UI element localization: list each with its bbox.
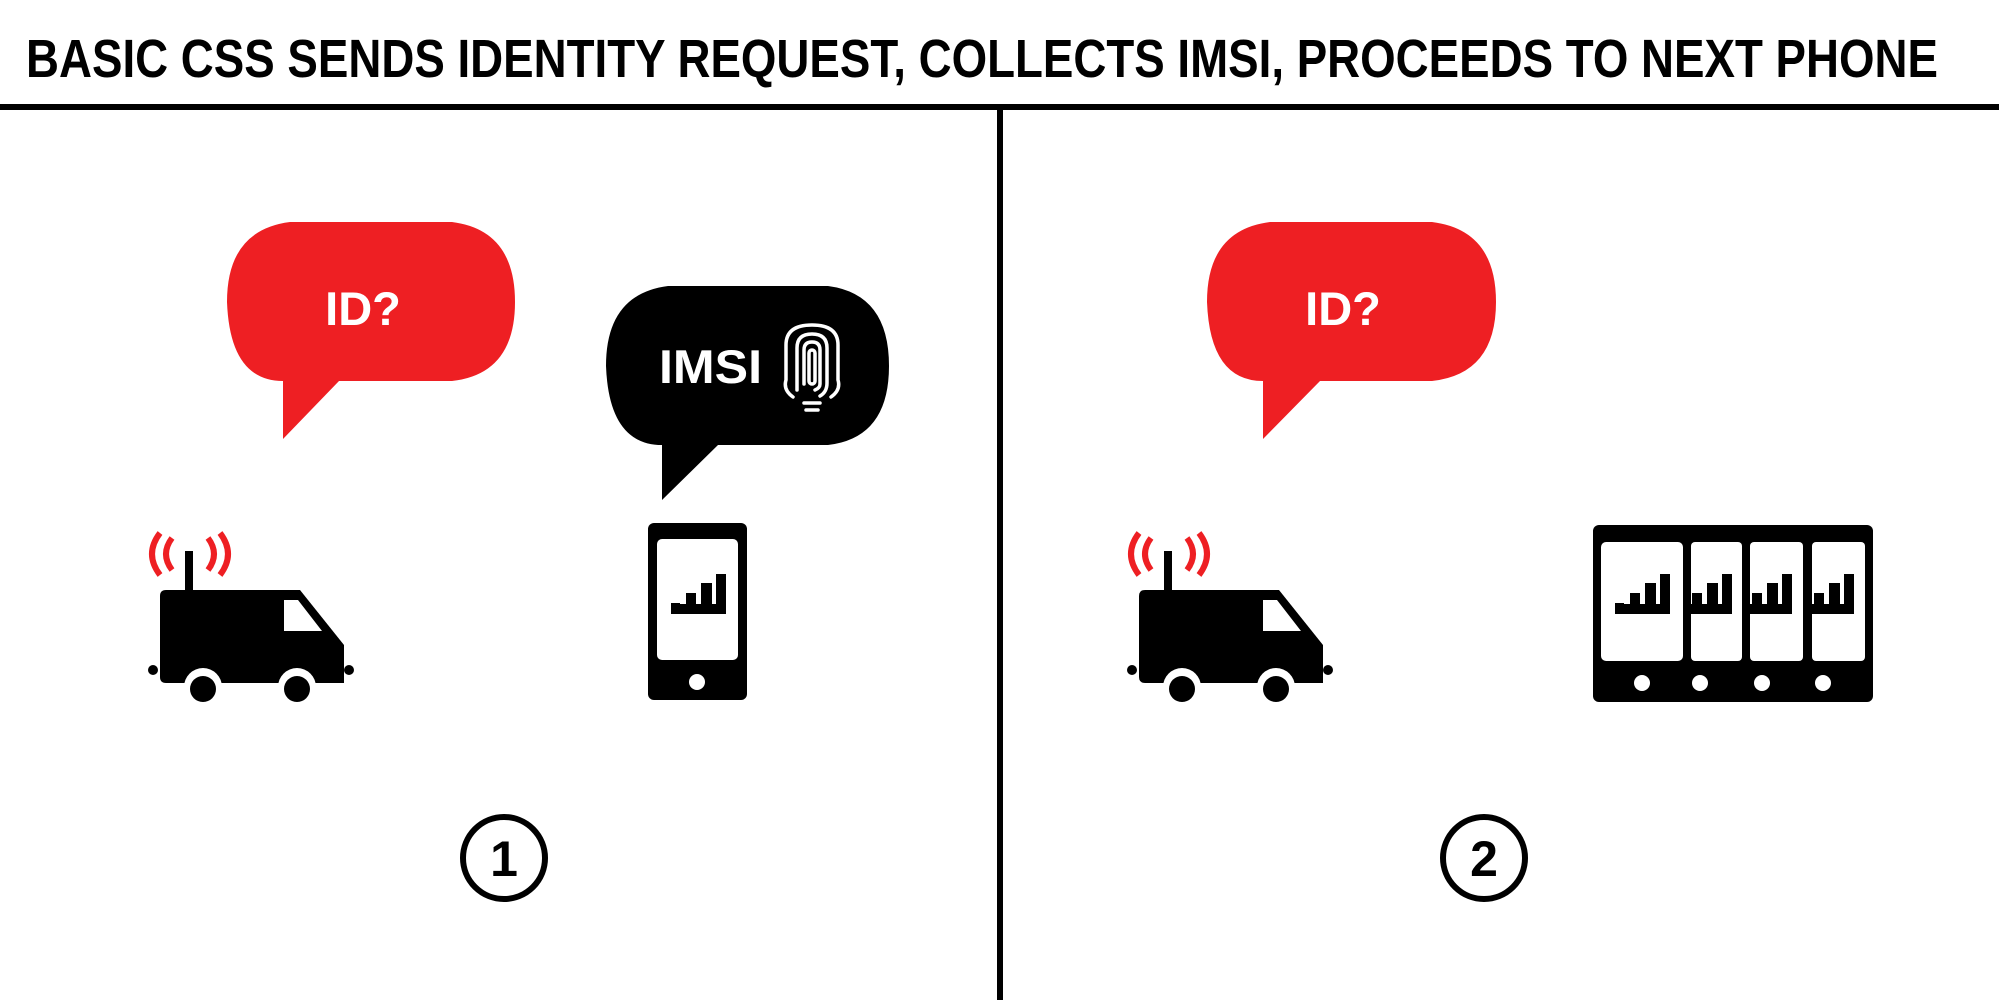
response-bubble-text: IMSI: [659, 340, 762, 393]
step-number: 2: [1470, 831, 1498, 887]
multiple-smartphones-icon: [1593, 525, 1873, 702]
step-number-badge: 1: [460, 814, 548, 902]
panel-divider: [997, 107, 1003, 1000]
fingerprint-icon: [783, 323, 841, 412]
van-antenna-icon: [1127, 533, 1333, 706]
page-title: BASIC CSS SENDS IDENTITY REQUEST, COLLEC…: [26, 29, 1938, 89]
request-bubble-text: ID?: [325, 282, 401, 335]
step-number-badge: 2: [1440, 814, 1528, 902]
request-bubble-text: ID?: [1305, 282, 1381, 335]
response-bubble: IMSI: [606, 286, 889, 500]
step-number: 1: [490, 831, 518, 887]
panel-step-2: ID? 2: [1127, 222, 1873, 902]
request-bubble: ID?: [227, 222, 515, 439]
request-bubble: ID?: [1207, 222, 1496, 439]
van-antenna-icon: [148, 533, 354, 706]
panel-step-1: ID? IMSI 1: [148, 222, 889, 902]
smartphone-icon: [648, 523, 747, 700]
